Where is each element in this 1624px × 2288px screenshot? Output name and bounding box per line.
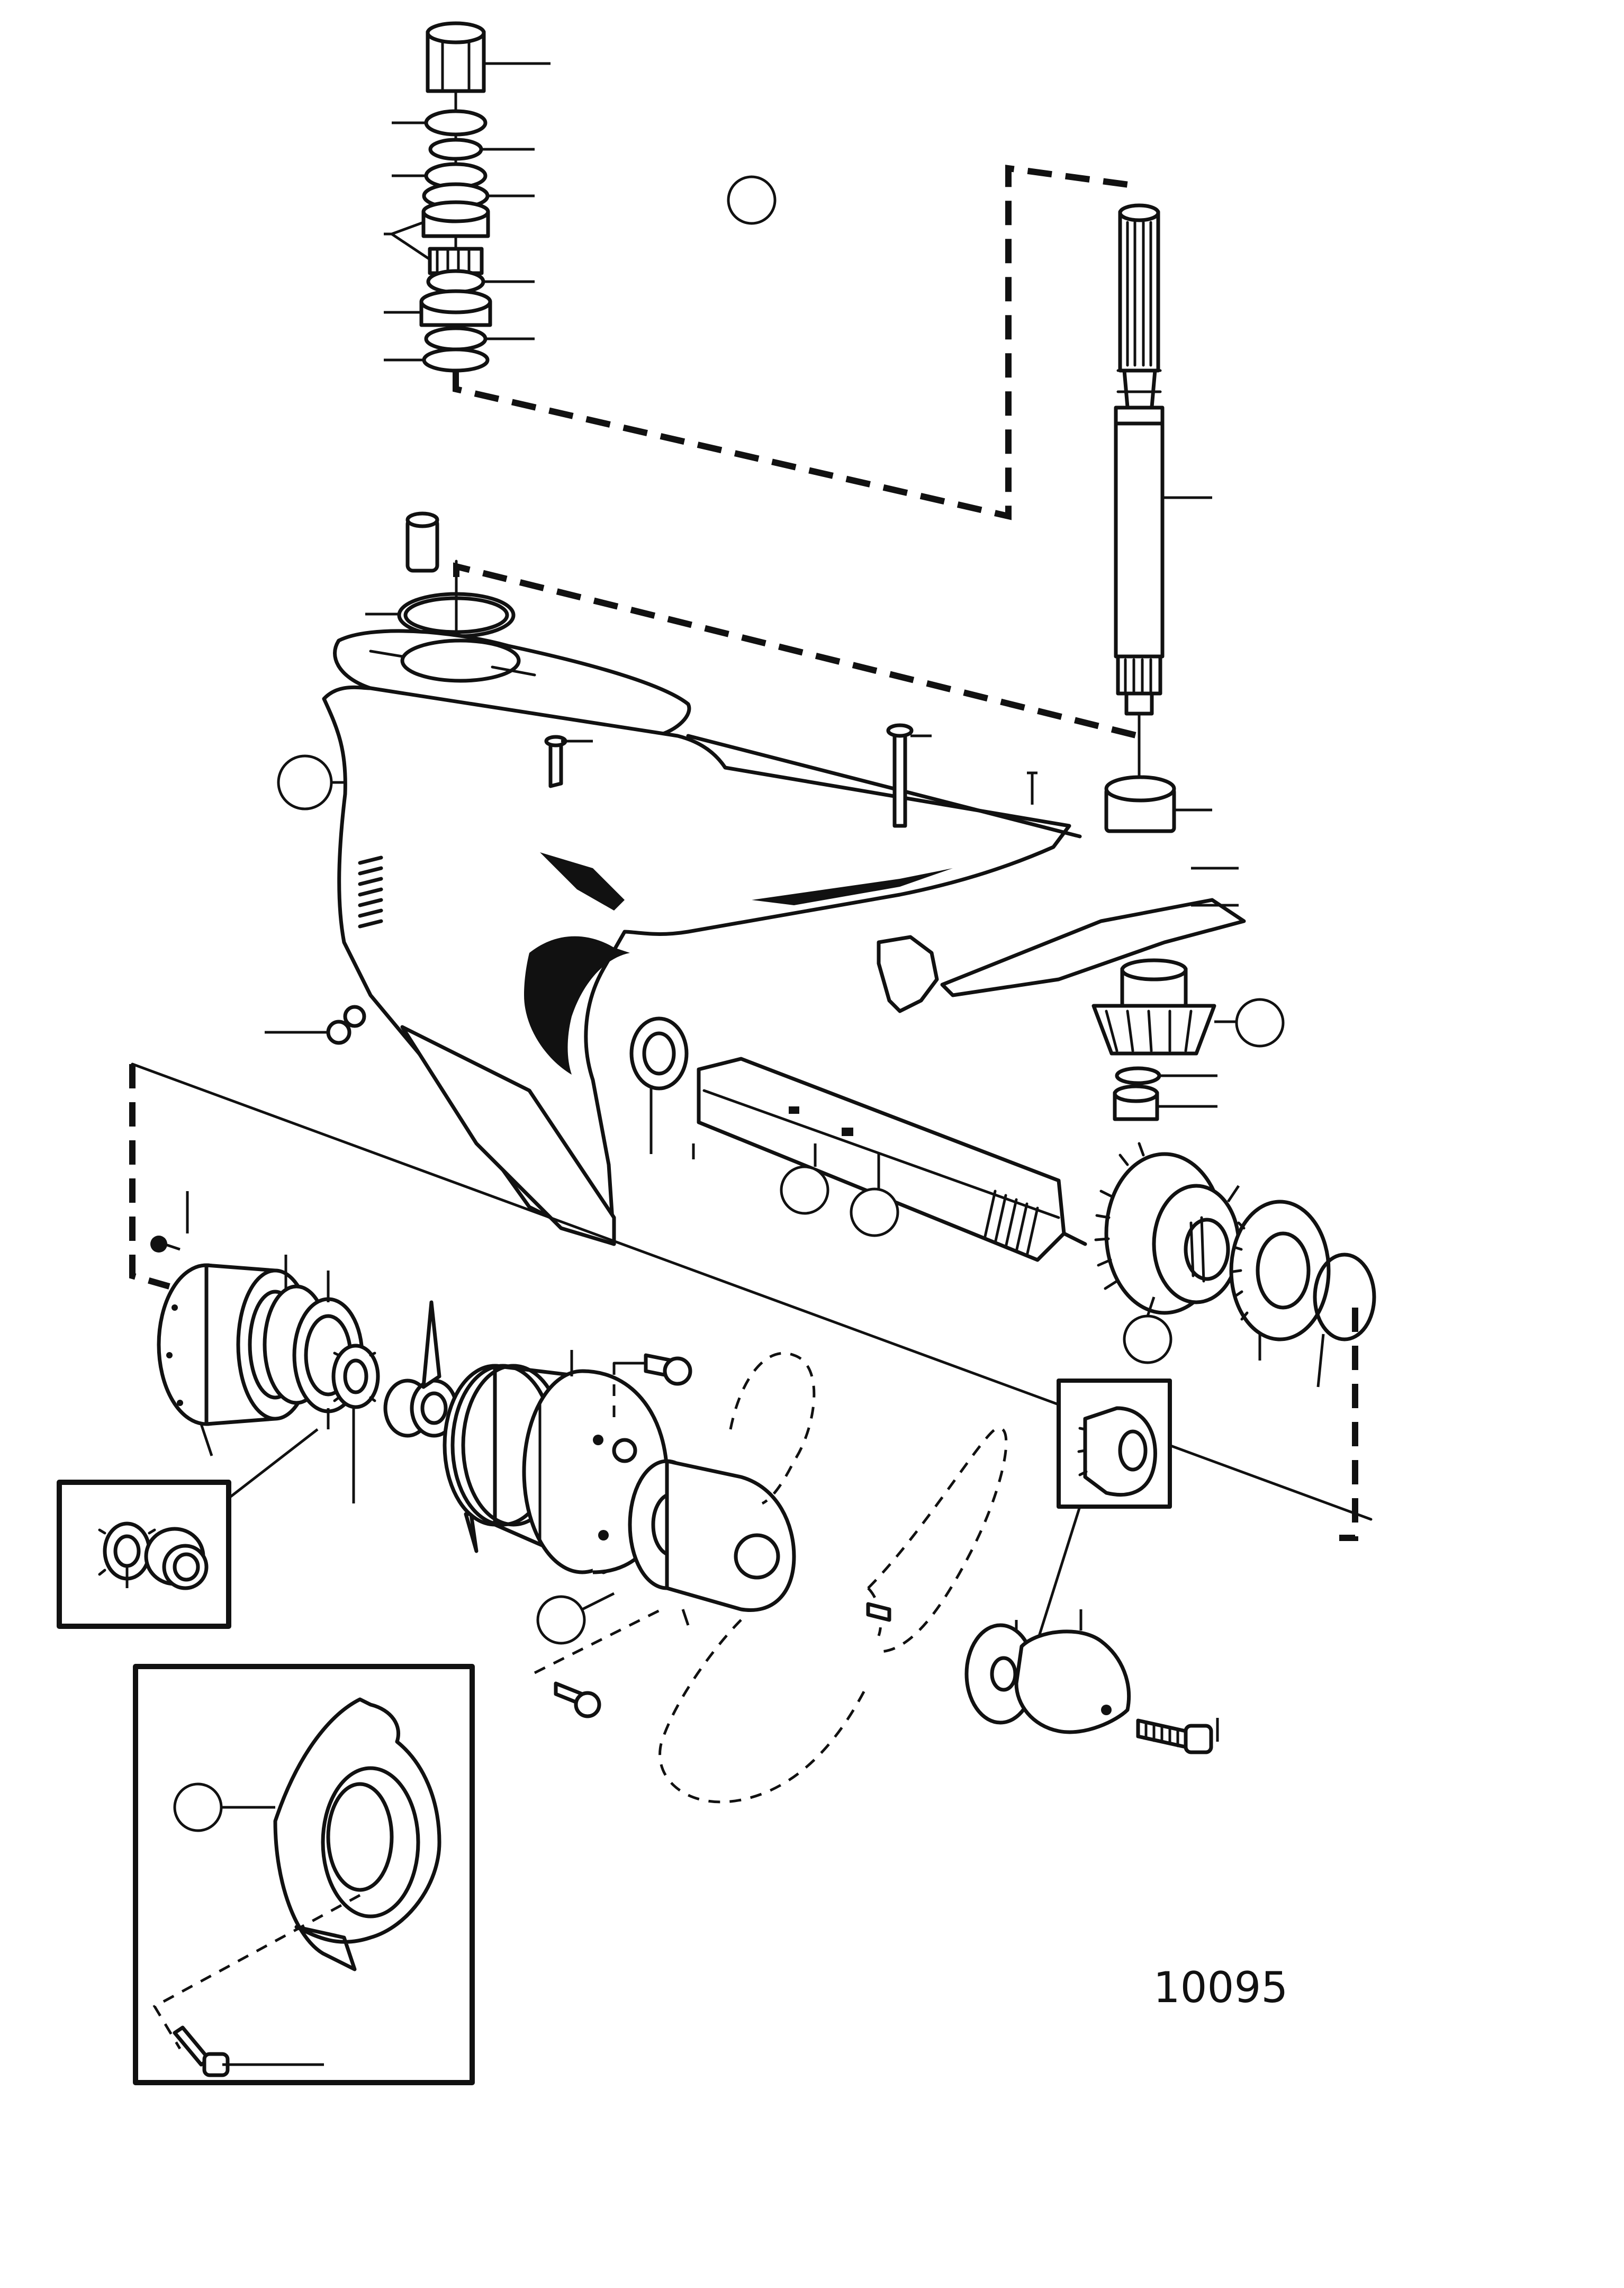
shim-ring-2 [422, 347, 490, 373]
castle-nut [331, 1344, 380, 1503]
vent-slots [358, 855, 383, 929]
shaft-bearing [629, 1016, 689, 1091]
inset-nut-washer [57, 1428, 319, 1629]
assembly-path-line-2 [453, 562, 1139, 739]
pinion-gear [1091, 958, 1239, 1056]
callout-circle-4 [780, 1165, 829, 1215]
propeller-pin [866, 1602, 891, 1622]
lock-washer [428, 138, 483, 161]
callout-circle-7 [536, 1595, 586, 1645]
bearing-ring-4 [426, 269, 485, 294]
forward-gear [1094, 1142, 1241, 1315]
trim-tab [877, 935, 939, 1013]
gear-housing [322, 629, 1246, 1246]
propeller-cone [1014, 1609, 1131, 1734]
figure-number: 10095 [1153, 1963, 1288, 2012]
pinion-nut [1113, 1084, 1217, 1121]
propeller-shaft [697, 1057, 1087, 1262]
bearing-ring-1 [424, 109, 488, 137]
lower-bearing [419, 289, 492, 327]
assembly-path-line-3 [129, 1064, 170, 1290]
bearing-carrier-group [150, 1191, 796, 1612]
pinion-washer [1115, 1066, 1161, 1085]
callout-circle-2 [277, 754, 333, 810]
carrier-screw-2 [534, 1608, 663, 1718]
cavitation-plate [940, 898, 1246, 997]
callout-circle-6 [1123, 1314, 1172, 1364]
assembly-path-line-1 [453, 165, 1133, 520]
callout-circle-8 [173, 1782, 223, 1832]
needle-bearing [1104, 775, 1212, 833]
callout-circle-1 [727, 175, 777, 225]
callout-circle-5 [850, 1187, 899, 1237]
housing-screws [544, 723, 1037, 828]
callout-circle-3 [1235, 998, 1285, 1048]
top-bushing [426, 21, 486, 93]
retaining-ring [1313, 1253, 1376, 1388]
inset-thrust-hub [1036, 1379, 1172, 1642]
drain-plugs [265, 1005, 366, 1045]
shim-ring-1 [424, 326, 488, 352]
propeller-screw [1136, 1718, 1219, 1754]
seal-blade-upper [421, 1300, 441, 1389]
carrier-screw-1 [612, 1353, 692, 1419]
upper-bearing-stack [384, 21, 551, 373]
thrust-hub [628, 1459, 796, 1612]
vertical-driveshaft [1114, 203, 1212, 716]
small-plug [405, 511, 439, 573]
thrust-washer [1229, 1200, 1331, 1361]
tapered-roller-bearing [421, 200, 490, 275]
inset-anode [133, 1664, 475, 2085]
assembly-path-line-4 [1339, 1308, 1358, 1541]
